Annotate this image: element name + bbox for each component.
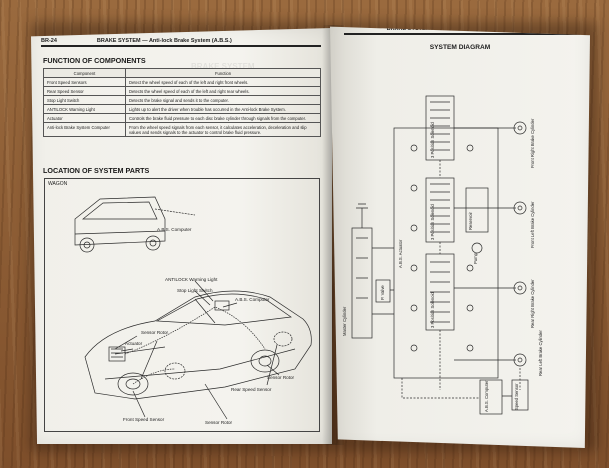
left-page: BRAKE SYSTEM BR-24 BRAKE SYSTEM — Anti-l… — [31, 28, 332, 444]
table-cell-function: Detect the wheel speed of each of the le… — [125, 77, 321, 87]
label-master-cylinder: Master Cylinder — [342, 306, 347, 336]
label-rear-right: Rear Right Brake Cylinder — [530, 279, 535, 328]
table-cell-component: Anti-lock Brake System Computer — [43, 122, 126, 137]
table-header-component: Component — [43, 68, 126, 78]
table-cell-function: Detects the brake signal and sends it to… — [125, 95, 321, 105]
right-page: BRAKE SYSTEM — Anti-lock Brake System (A… — [330, 26, 590, 448]
left-page-number: BR-24 — [41, 38, 57, 44]
callout-sensor-rotor-top: Sensor Rotor — [141, 330, 169, 335]
callout-sensor-rotor-right: Sensor Rotor — [267, 375, 295, 380]
callout-sensor-rotor-bottom: Sensor Rotor — [205, 420, 233, 425]
table-cell-function: Lights up to alert the driver when troub… — [125, 104, 321, 114]
callout-antilock-light: ANTILOCK Warning Light — [165, 277, 218, 282]
label-speed-sensor: Speed Sensor — [514, 383, 519, 410]
table-row: Actuator Controls the brake fluid pressu… — [43, 113, 321, 123]
bleed-through-text: BRAKE SYSTEM — [191, 62, 255, 71]
label-abs-computer: A.B.S. Computer — [484, 380, 489, 412]
wagon-label: WAGON — [48, 181, 68, 187]
table-cell-component: Actuator — [43, 113, 126, 123]
table-row: Stop Light Switch Detects the brake sign… — [43, 95, 321, 105]
label-p-valve: P. Valve — [380, 285, 385, 300]
table-cell-component: Stop Light Switch — [43, 95, 126, 105]
diagram-title: SYSTEM DIAGRAM — [429, 44, 491, 51]
callout-front-speed-sensor: Front Speed Sensor — [123, 417, 165, 422]
table-row: Rear Speed Sensor Detects the wheel spee… — [43, 86, 321, 96]
system-diagram — [351, 95, 529, 415]
table-cell-component: Rear Speed Sensor — [43, 86, 126, 96]
table-row: ANTILOCK Warning Light Lights up to aler… — [43, 104, 321, 114]
callout-stop-light-switch: Stop Light Switch — [177, 288, 213, 293]
label-solenoid-3: 3 Position Solenoid — [430, 292, 435, 328]
location-section-title: LOCATION OF SYSTEM PARTS — [43, 166, 150, 175]
label-front-right: Front Right Brake Cylinder — [530, 118, 535, 168]
car-illustration — [74, 196, 312, 420]
callout-abs-computer: A.B.S. Computer — [235, 297, 270, 302]
table-row: Front Speed Sensors Detect the wheel spe… — [43, 77, 321, 87]
label-front-left: Front Left Brake Cylinder — [530, 201, 535, 248]
table-cell-function: Controls the brake fluid pressure to eac… — [125, 113, 321, 123]
table-cell-component: ANTILOCK Warning Light — [43, 104, 126, 114]
label-solenoid-2: 3 Position Solenoid — [430, 204, 435, 240]
left-header: BR-24 BRAKE SYSTEM — Anti-lock Brake Sys… — [41, 38, 321, 47]
callout-abs-computer-top: A.B.S. Computer — [157, 227, 192, 232]
components-table: Component Function Front Speed Sensors D… — [43, 68, 321, 137]
label-solenoid-1: 3 Position Solenoid — [430, 122, 435, 158]
table-row: Anti-lock Brake System Computer From the… — [43, 122, 321, 137]
label-abs-actuator: A.B.S. Actuator — [398, 239, 403, 268]
callout-rear-speed-sensor: Rear Speed Sensor — [231, 387, 272, 392]
label-pump: Pump — [473, 253, 478, 264]
table-cell-component: Front Speed Sensors — [43, 77, 126, 87]
location-illustration: WAGON — [44, 178, 320, 432]
function-section-title: FUNCTION OF COMPONENTS — [43, 56, 146, 65]
callout-actuator: Actuator — [125, 341, 143, 346]
table-header-function: Function — [125, 68, 321, 78]
label-reservoir: Reservoir — [468, 212, 473, 230]
table-cell-function: From the wheel speed signals from each s… — [125, 122, 321, 137]
table-cell-function: Detects the wheel speed of each of the l… — [125, 86, 321, 96]
label-rear-left: Rear Left Brake Cylinder — [538, 330, 543, 376]
left-header-title: BRAKE SYSTEM — Anti-lock Brake System (A… — [96, 38, 232, 44]
